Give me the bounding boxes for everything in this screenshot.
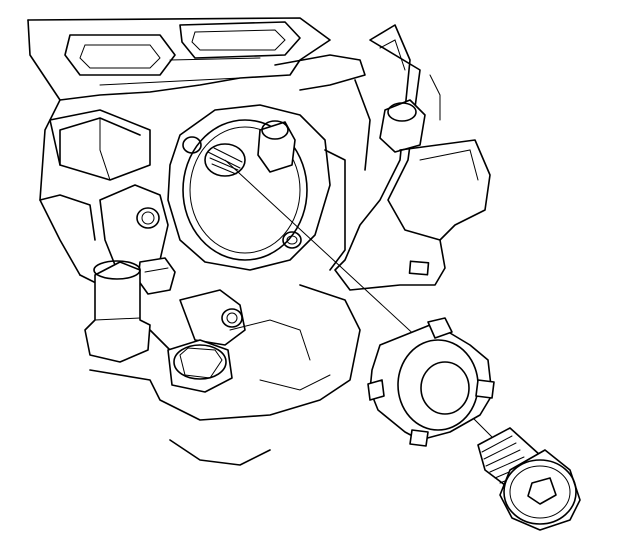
lower-bolt [167, 339, 233, 393]
left-mounting-lug [39, 109, 151, 241]
lower-housing [79, 274, 361, 466]
cover-flange [167, 104, 331, 271]
pivot-arm [99, 184, 169, 271]
housing-body [27, 17, 331, 276]
right-housing [274, 54, 491, 271]
mounting-bracket [334, 24, 446, 291]
vertical-plug [84, 260, 151, 363]
upper-right-nut [379, 99, 426, 153]
arm-nut [137, 257, 176, 295]
tab-washer [367, 317, 495, 447]
stud-bolt [257, 120, 296, 173]
torx-screw [477, 427, 581, 531]
